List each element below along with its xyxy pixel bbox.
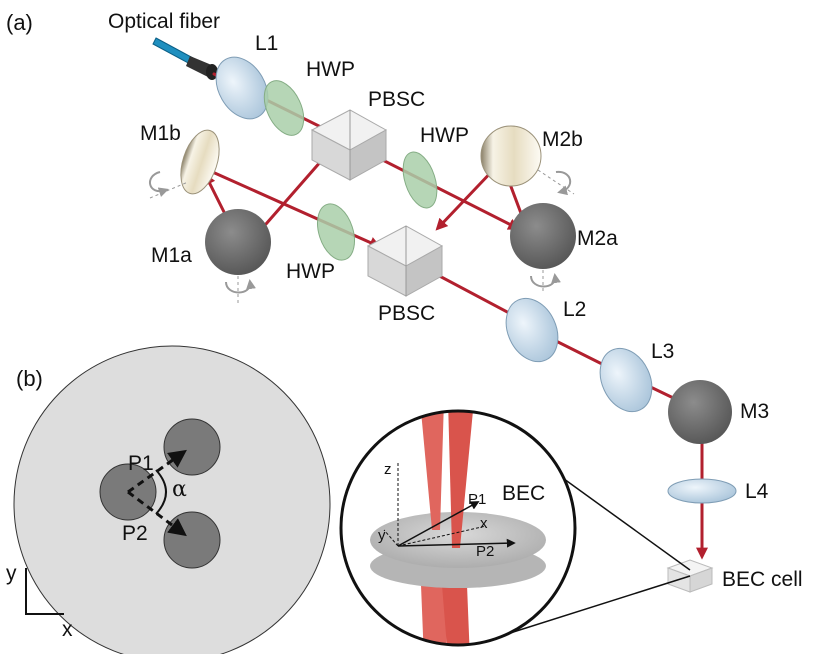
label-hwp-low: HWP [286,260,335,283]
xy-axes [25,568,64,615]
beam-cross-section-disk [13,345,331,654]
spot-p1 [163,418,221,476]
lens-l1 [215,56,269,120]
beam-splitter-cube-top [310,109,388,181]
zoom-line [487,575,691,641]
axis-label-x: x [62,618,73,641]
label-p2: P2 [122,522,148,545]
waveplate-hwp-low [317,203,355,261]
label-pbsc-top: PBSC [368,88,425,111]
spot-p2 [163,511,221,569]
mirror-m3 [668,380,732,444]
label-p1: P1 [128,452,154,475]
mirror-m2a [510,203,576,269]
waveplate-hwp-top [263,80,305,136]
label-m1b: M1b [140,122,181,145]
label-alpha: α [172,477,187,502]
inset-label-y: y [378,527,386,544]
mirror-m1b [180,129,220,195]
mirror-m1a [205,209,271,275]
label-m2a: M2a [577,227,618,250]
inset-p2-arrow [397,538,516,548]
label-l4: L4 [745,480,769,503]
inset-label-p1: P1 [468,491,486,508]
label-pbsc-low: PBSC [378,302,435,325]
inset-p1-arrow [397,501,480,547]
inset-label-z: z [384,461,392,478]
inset-label-x: x [480,515,488,532]
rotate-arrow-icon [149,171,189,199]
label-bec-cell: BEC cell [722,568,803,591]
waveplate-hwp-mid [402,151,438,209]
label-hwp-mid: HWP [420,124,469,147]
bec-cell [666,559,714,593]
label-m3: M3 [740,400,769,423]
inset-bec-closeup [339,409,577,647]
lens-l4 [667,478,737,504]
axis-label-y: y [6,562,17,585]
panel-a-tag: (a) [6,10,33,35]
inset-label-bec: BEC [502,482,545,505]
label-l1: L1 [255,32,278,55]
rotate-arrow-icon [225,276,256,306]
label-l2: L2 [563,298,586,321]
inset-label-p2: P2 [476,543,494,560]
label-l3: L3 [651,340,674,363]
optical-fiber-icon [152,37,218,80]
beam-splitter-cube-low [366,225,444,297]
mirror-m2b [480,125,542,187]
rotate-arrow-icon [530,270,561,294]
label-optical-fiber: Optical fiber [108,10,220,33]
label-m2b: M2b [542,128,583,151]
lens-l2 [505,297,559,363]
label-hwp-top: HWP [306,58,355,81]
label-m1a: M1a [151,244,192,267]
lens-l3 [599,347,653,413]
rotate-arrow-icon [537,169,575,196]
panel-b-tag: (b) [16,366,43,391]
alpha-arc [155,469,167,515]
